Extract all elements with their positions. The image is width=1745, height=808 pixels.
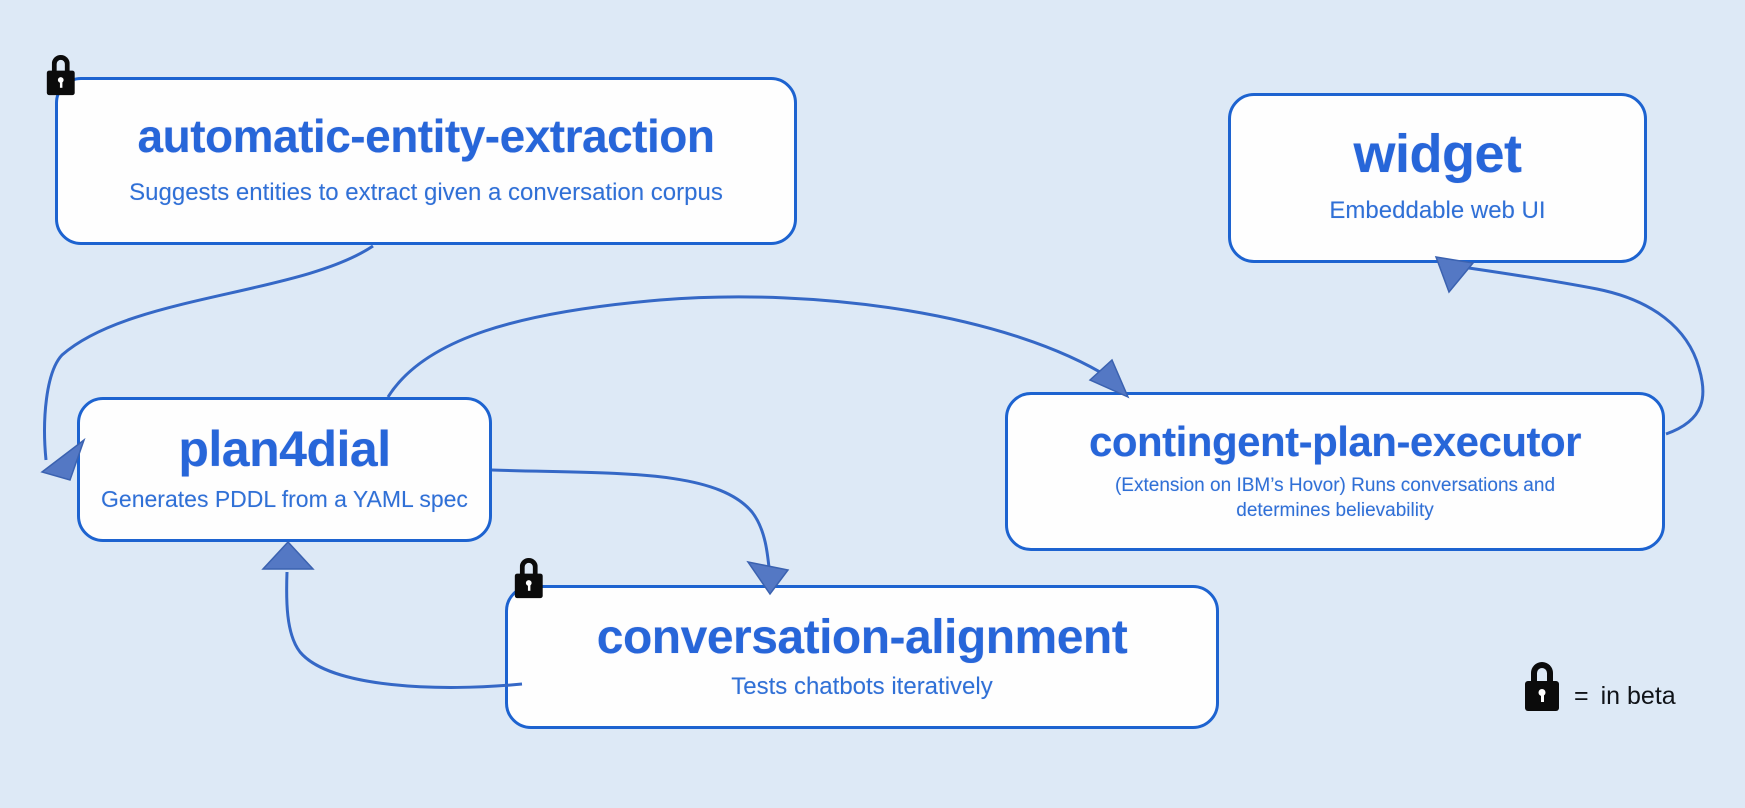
lock-icon <box>1524 662 1560 711</box>
node-title: plan4dial <box>178 421 391 477</box>
node-widget: widget Embeddable web UI <box>1228 93 1647 263</box>
lock-icon <box>514 558 544 599</box>
node-subtitle: Embeddable web UI <box>1329 197 1546 224</box>
lock-icon <box>46 55 76 96</box>
lock-body <box>1525 681 1559 711</box>
node-subtitle: (Extension on IBM’s Hovor) Runs conversa… <box>1114 475 1556 521</box>
node-title: contingent-plan-executor <box>1088 418 1582 466</box>
node-title: conversation-alignment <box>596 610 1128 664</box>
lock-body <box>46 70 75 96</box>
lock-keyhole <box>525 580 532 586</box>
lock-keyhole <box>57 77 64 83</box>
legend-label: in beta <box>1600 682 1676 710</box>
node-plan4dial: plan4dial Generates PDDL from a YAML spe… <box>77 397 492 542</box>
arrowhead-into-plan4dial-bottom <box>261 540 315 570</box>
node-subtitle: Generates PDDL from a YAML spec <box>101 486 468 512</box>
node-automatic-entity-extraction: automatic-entity-extraction Suggests ent… <box>55 77 797 245</box>
node-title: automatic-entity-extraction <box>137 110 715 162</box>
lock-keyhole <box>1538 689 1546 696</box>
edge-conversation-alignment-to-plan4dial <box>285 571 523 689</box>
lock-shackle <box>51 55 70 72</box>
lock-shackle <box>519 558 538 575</box>
legend-equals: = <box>1574 682 1589 710</box>
node-conversation-alignment: conversation-alignment Tests chatbots it… <box>505 585 1219 729</box>
node-subtitle: Suggests entities to extract given a con… <box>129 179 723 206</box>
lock-body <box>514 573 543 599</box>
node-title: widget <box>1353 124 1523 184</box>
lock-shackle <box>1531 662 1553 682</box>
node-subtitle: Tests chatbots iteratively <box>731 672 993 700</box>
legend: = in beta <box>1574 682 1676 711</box>
node-contingent-plan-executor: contingent-plan-executor (Extension on I… <box>1005 392 1665 551</box>
edge-plan4dial-to-contingent-plan-executor <box>386 295 1111 398</box>
